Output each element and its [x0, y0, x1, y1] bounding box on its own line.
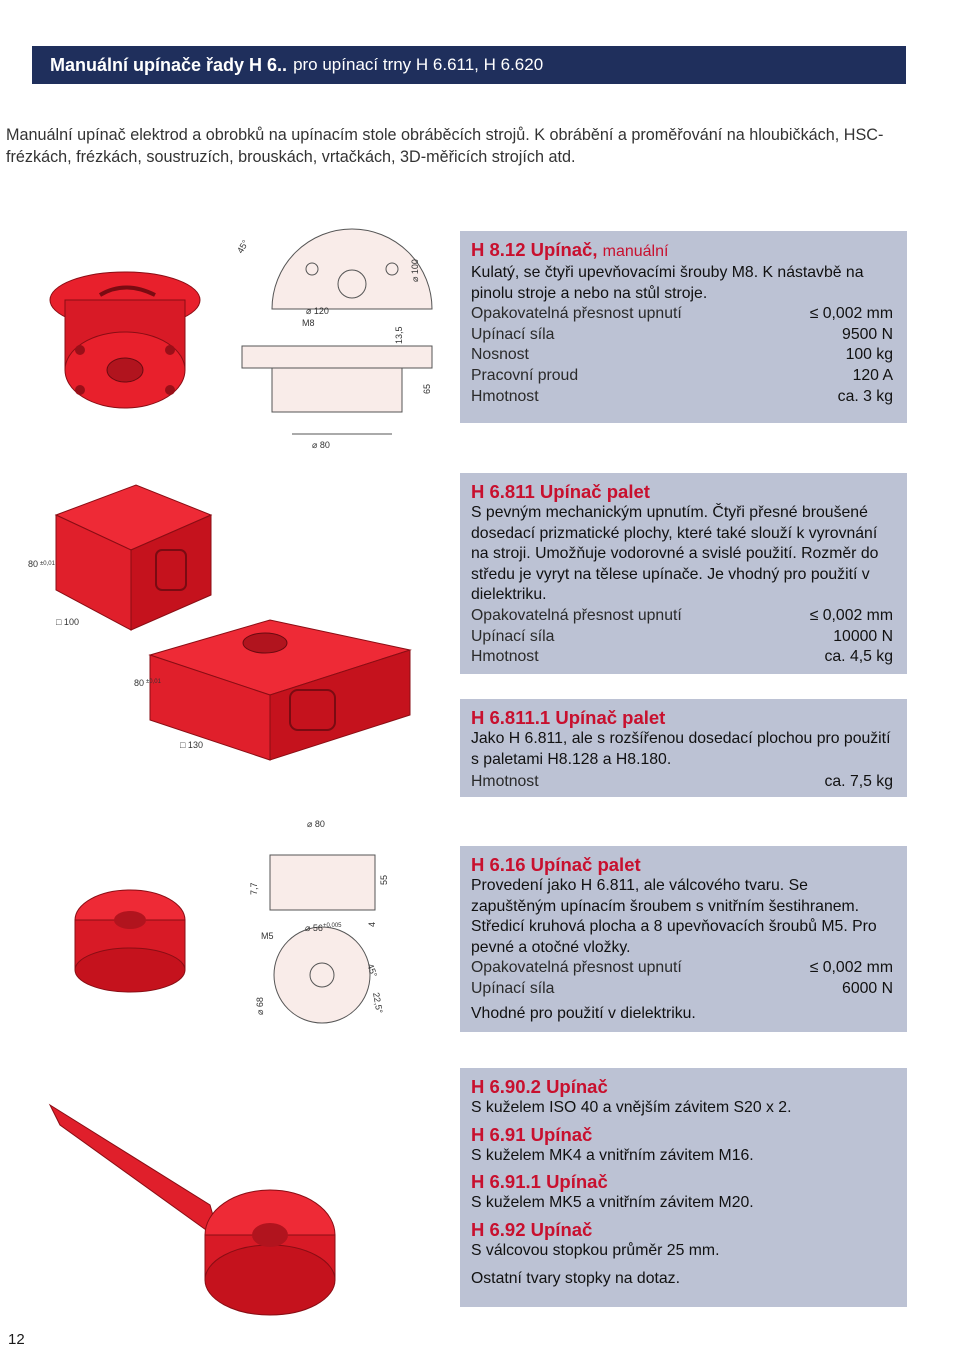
svg-text:+0,005: +0,005 — [323, 923, 342, 929]
header-title-rest: pro upínací trny H 6.611, H 6.620 — [293, 55, 544, 74]
product-desc: S kuželem MK4 a vnitřním závitem M16. — [471, 1146, 754, 1164]
svg-text:65: 65 — [422, 384, 432, 394]
product-box-h69: H 6.90.2 Upínač S kuželem ISO 40 a vnějš… — [460, 1068, 907, 1307]
product-title: H 6.811 Upínač palet — [471, 481, 650, 502]
product-title: H 6.811.1 Upínač palet — [471, 707, 666, 728]
product-title: H 6.91.1 Upínač — [471, 1171, 608, 1193]
svg-text:M5: M5 — [261, 931, 274, 941]
product-desc: Kulatý, se čtyři upevňovacími šrouby M8.… — [471, 264, 864, 302]
svg-text:⌀ 80: ⌀ 80 — [312, 440, 330, 450]
spec-row: Opakovatelná přesnost upnutí≤ 0,002 mm — [471, 959, 893, 977]
product-desc: Provedení jako H 6.811, ale válcového tv… — [471, 877, 877, 956]
product-title: H 8.12 Upínač, manuální — [471, 239, 669, 260]
drawing-h616: ⌀ 80 7,7 M5 ⌀ 56 +0,005 55 4 ⌀ 68 45° 22… — [249, 819, 389, 1024]
chuck-h616-illustration — [74, 889, 186, 993]
product-desc: S válcovou stopkou průměr 25 mm. — [471, 1241, 720, 1259]
product-title: H 6.92 Upínač — [471, 1218, 593, 1240]
spec-row: Opakovatelná přesnost upnutí≤ 0,002 mm — [471, 305, 893, 323]
cube-h6811-illustration: 80 ±0,01 □ 100 — [28, 484, 213, 631]
product-desc: S pevným mechanickým upnutím. Čtyři přes… — [471, 504, 879, 604]
product-title: H 6.91 Upínač — [471, 1123, 593, 1145]
svg-text:□ 100: □ 100 — [56, 617, 79, 627]
product-note: Vhodné pro použití v dielektriku. — [471, 1004, 696, 1022]
svg-text:4: 4 — [367, 922, 377, 927]
header-title-bold: Manuální upínače řady H 6.. — [50, 54, 288, 75]
svg-text:80: 80 — [28, 559, 38, 569]
taper-chuck-illustration — [48, 1103, 336, 1316]
spec-row: Opakovatelná přesnost upnutí≤ 0,002 mm — [471, 606, 893, 624]
svg-text:⌀ 120: ⌀ 120 — [306, 306, 329, 316]
svg-text:45°: 45° — [235, 238, 251, 255]
chuck-h812-illustration — [49, 271, 201, 409]
svg-text:M8: M8 — [302, 318, 315, 328]
product-title: H 6.16 Upínač palet — [471, 854, 641, 875]
product-box-h616: H 6.16 Upínač palet Provedení jako H 6.8… — [460, 846, 907, 1032]
svg-text:±0,01: ±0,01 — [40, 561, 56, 567]
svg-text:⌀ 100: ⌀ 100 — [410, 259, 420, 282]
page-number: 12 — [8, 1331, 25, 1348]
svg-text:7,7: 7,7 — [249, 882, 259, 895]
product-note: Ostatní tvary stopky na dotaz. — [471, 1270, 680, 1288]
product-desc: S kuželem MK5 a vnitřním závitem M20. — [471, 1194, 754, 1212]
product-desc: Jako H 6.811, ale s rozšířenou dosedací … — [471, 730, 891, 768]
svg-text:⌀ 56: ⌀ 56 — [305, 923, 323, 933]
product-desc: S kuželem ISO 40 a vnějším závitem S20 x… — [471, 1099, 792, 1116]
svg-text:22,5°: 22,5° — [371, 992, 385, 1015]
product-box-h812: H 8.12 Upínač, manuální Kulatý, se čtyři… — [460, 231, 907, 423]
page-header: Manuální upínače řady H 6.. pro upínací … — [32, 46, 906, 84]
product-box-h68111: H 6.811.1 Upínač palet Jako H 6.811, ale… — [460, 699, 907, 797]
svg-text:45°: 45° — [365, 962, 379, 979]
svg-text:⌀ 80: ⌀ 80 — [307, 819, 325, 829]
svg-text:80: 80 — [134, 678, 144, 688]
svg-text:±0,01: ±0,01 — [146, 679, 162, 685]
intro-text: Manuální upínač elektrod a obrobků na up… — [6, 126, 884, 166]
svg-text:13,5: 13,5 — [394, 326, 404, 344]
svg-text:⌀ 68: ⌀ 68 — [255, 997, 265, 1015]
svg-text:□ 130: □ 130 — [180, 740, 203, 750]
product-title: H 6.90.2 Upínač — [471, 1076, 608, 1097]
cube-h68111-illustration: 80 ±0,01 □ 130 — [134, 619, 412, 761]
svg-text:55: 55 — [379, 875, 389, 885]
drawing-h812: 45° ⌀ 120 M8 13,5 65 ⌀ 100 ⌀ 80 — [235, 228, 433, 450]
product-box-h6811: H 6.811 Upínač palet S pevným mechanický… — [460, 473, 907, 674]
